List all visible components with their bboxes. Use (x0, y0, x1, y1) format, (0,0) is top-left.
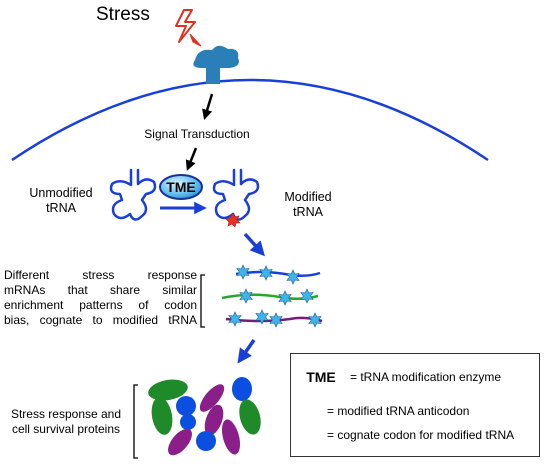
codon-star-icon (236, 264, 250, 280)
protein-purple (221, 419, 241, 455)
stress-title: Stress (96, 4, 150, 25)
protein-cluster (148, 377, 261, 456)
legend-enzyme-description: = tRNA modification enzyme (350, 370, 502, 384)
signal-transduction-label: Signal Transduction (144, 127, 250, 141)
mrna-bracket (200, 274, 205, 328)
legend-box (290, 353, 540, 457)
protein-purple (168, 428, 192, 456)
codon-star-icon (308, 312, 322, 328)
codon-star-icon (278, 290, 292, 306)
protein-purple (204, 404, 224, 436)
membrane-receptor-icon (193, 45, 239, 84)
codon-star-icon (255, 309, 269, 325)
modified-anticodon-star-icon (225, 212, 241, 228)
tme-enzyme-text: TME (166, 179, 196, 195)
arrow-receptor-to-signal (202, 93, 214, 121)
protein-green (239, 399, 261, 435)
protein-blue (180, 414, 196, 430)
codon-star-icon (269, 312, 283, 328)
legend-tme-text: TME (306, 369, 336, 385)
protein-description: Stress response and cell survival protei… (10, 407, 122, 436)
unmodified-trna-label: Unmodified tRNA (29, 186, 93, 215)
codon-star-icon (300, 288, 314, 304)
lightning-bolt-icon (175, 9, 196, 43)
protein-bracket (133, 384, 138, 459)
protein-green (148, 379, 188, 401)
protein-purple (199, 384, 225, 412)
arrow-mrna-to-protein (237, 338, 256, 364)
codon-star-icon (259, 265, 273, 281)
arrow-trna-to-mrna (243, 232, 265, 257)
protein-blue (196, 431, 216, 451)
codon-star-icon (286, 269, 300, 285)
protein-green (151, 397, 173, 435)
cell-membrane (11, 78, 489, 162)
legend-anticodon-description: = modified tRNA anticodon (327, 404, 470, 418)
tme-enzyme-badge (159, 174, 203, 200)
unmodified-trna-icon (109, 168, 157, 221)
arrow-signal-to-tme (185, 147, 198, 171)
protein-blue (232, 377, 252, 401)
protein-blue (176, 396, 196, 416)
codon-star-icon (228, 311, 242, 327)
mrna-description: Different stress response mRNAs that sha… (4, 268, 197, 327)
mrna-strand-blue (235, 270, 321, 277)
codon-star-icon (239, 288, 253, 304)
modified-trna-label: Modified tRNA (284, 190, 332, 219)
legend-codon-description: = cognate codon for modified tRNA (327, 428, 515, 442)
